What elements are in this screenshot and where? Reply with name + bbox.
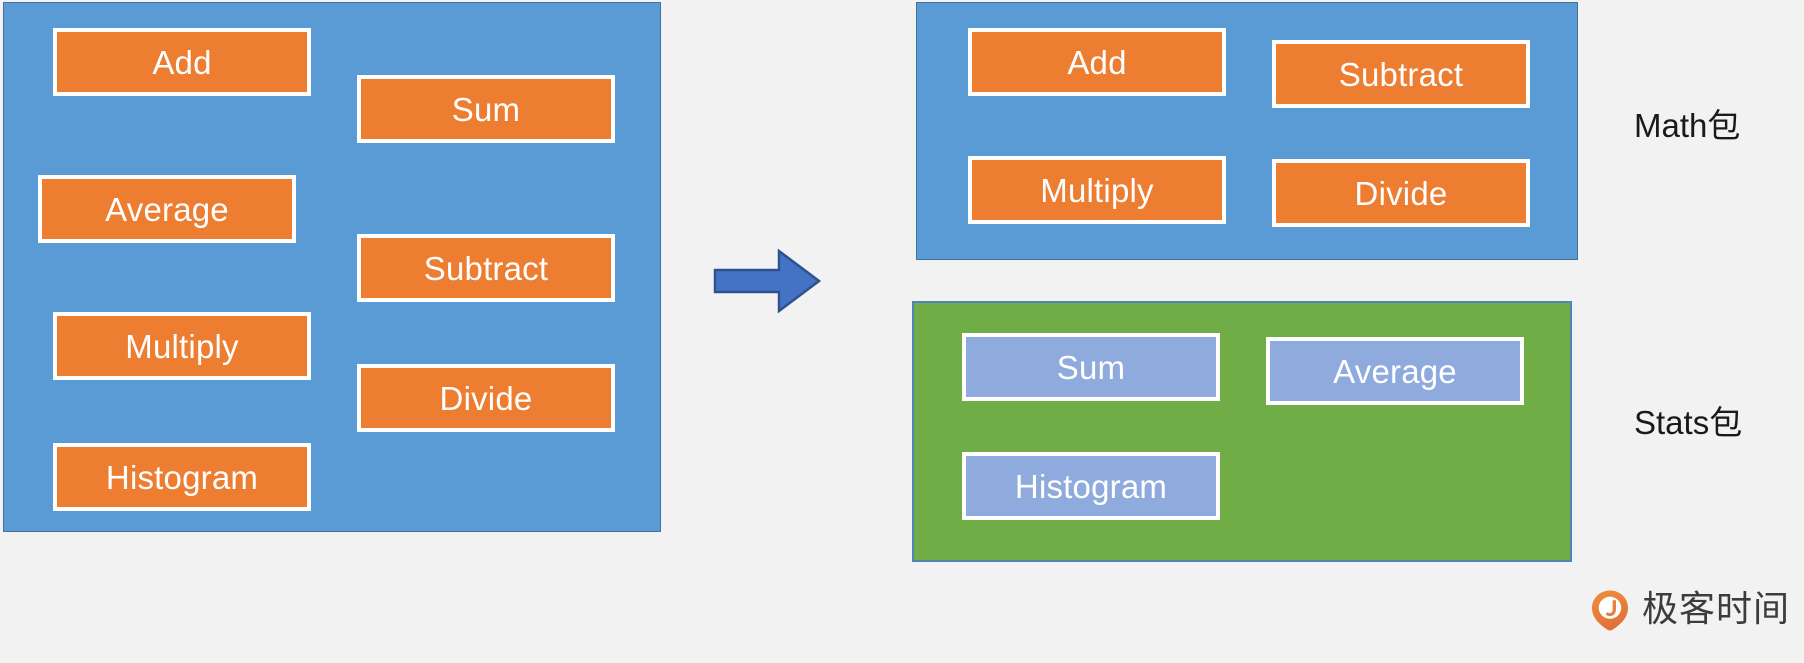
geekbang-logo: 极客时间	[1588, 588, 1790, 632]
stats-package-label: Stats包	[1634, 404, 1743, 441]
stats-package-node-average[interactable]: Average	[1266, 337, 1524, 405]
stats-package-node-sum[interactable]: Sum	[962, 333, 1220, 401]
node-label: Add	[1067, 43, 1127, 81]
node-label: Sum	[451, 90, 521, 128]
math-package-node-subtract[interactable]: Subtract	[1272, 40, 1530, 108]
node-label: Subtract	[423, 249, 549, 287]
transform-arrow	[713, 248, 822, 314]
math-package-label: Math包	[1634, 107, 1741, 144]
node-label: Divide	[439, 379, 533, 417]
node-label: Histogram	[105, 458, 259, 496]
math-package-node-multiply[interactable]: Multiply	[968, 156, 1226, 224]
node-label: Average	[105, 190, 229, 228]
node-label: Divide	[1354, 174, 1448, 212]
node-label: Subtract	[1338, 55, 1464, 93]
module-node-divide[interactable]: Divide	[357, 364, 615, 432]
geekbang-mark-icon	[1588, 588, 1632, 632]
module-node-average[interactable]: Average	[38, 175, 296, 243]
module-node-subtract[interactable]: Subtract	[357, 234, 615, 302]
arrow-right-icon	[713, 248, 822, 314]
math-package-node-add[interactable]: Add	[968, 28, 1226, 96]
module-node-sum[interactable]: Sum	[357, 75, 615, 143]
stats-package-node-histogram[interactable]: Histogram	[962, 452, 1220, 520]
module-node-histogram[interactable]: Histogram	[53, 443, 311, 511]
node-label: Multiply	[1040, 171, 1154, 209]
module-node-add[interactable]: Add	[53, 28, 311, 96]
module-node-multiply[interactable]: Multiply	[53, 312, 311, 380]
geekbang-logo-text: 极客时间	[1642, 589, 1791, 630]
math-package-node-divide[interactable]: Divide	[1272, 159, 1530, 227]
node-label: Multiply	[125, 327, 239, 365]
node-label: Histogram	[1014, 467, 1168, 505]
node-label: Average	[1333, 352, 1457, 390]
node-label: Add	[152, 43, 212, 81]
node-label: Sum	[1056, 348, 1126, 386]
